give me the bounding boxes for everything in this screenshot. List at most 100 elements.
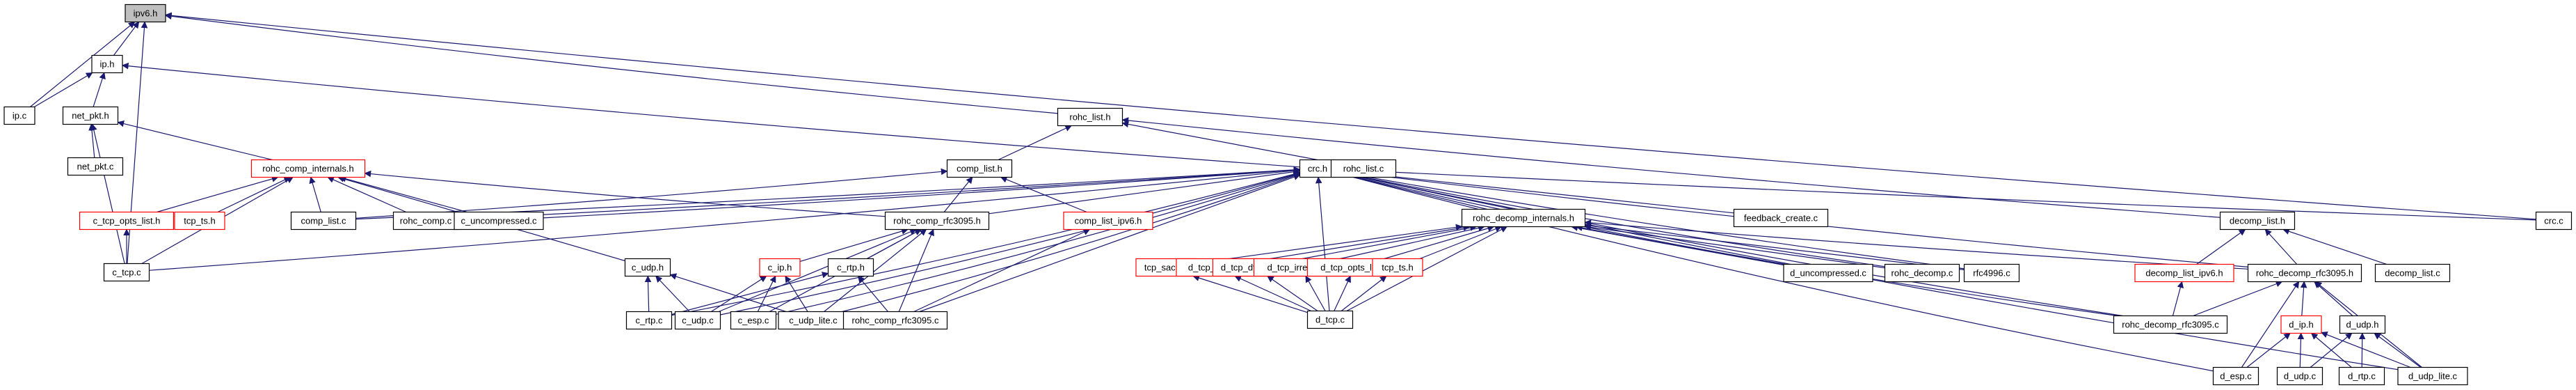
graph-node-net-pkt-h[interactable]: net_pkt.h — [62, 106, 119, 125]
node-box — [842, 311, 948, 330]
graph-node-c-ip-h[interactable]: c_ip.h — [759, 258, 801, 277]
dependency-edge-d-tcp-c-to-d-tcp-static-h — [1234, 275, 1311, 312]
graph-node-crc-c[interactable]: crc.c — [2535, 211, 2573, 231]
dependency-edge-d-udp-c-to-d-udp-h — [2310, 332, 2353, 368]
graph-node-tcp-ts-h-c[interactable]: tcp_ts.h — [174, 211, 225, 231]
graph-node-d-udp-c[interactable]: d_udp.c — [2276, 366, 2323, 386]
graph-node-d-uncompressed-c[interactable]: d_uncompressed.c — [1783, 263, 1873, 283]
dependency-edge-rohc-comp-rfc3095-c-to-comp-list-ipv6-h — [913, 228, 1091, 313]
graph-node-rfc4996-c[interactable]: rfc4996.c — [1963, 263, 2020, 283]
graph-node-rohc-comp-rfc3095-h[interactable]: rohc_comp_rfc3095.h — [884, 211, 990, 231]
dependency-edge-rfc4996-c-to-crc-h — [1334, 169, 1965, 270]
graph-node-rohc-comp-rfc3095-c[interactable]: rohc_comp_rfc3095.c — [842, 311, 948, 330]
graph-node-rohc-list-c[interactable]: rohc_list.c — [1330, 159, 1397, 178]
dependency-edge-comp-list-ipv6-h-to-comp-list-h — [1000, 176, 1087, 213]
graph-node-tcp-ts-h-d[interactable]: tcp_ts.h — [1372, 258, 1423, 277]
graph-node-c-udp-lite-c[interactable]: c_udp_lite.c — [778, 311, 849, 330]
node-label: d_esp.c — [2220, 371, 2252, 382]
node-box — [1783, 263, 1873, 283]
dependency-edge-rohc-decomp-rfc3095-c-to-decomp-list-ipv6-h — [2172, 281, 2184, 316]
dependency-edge-c-tcp-c-to-crc-h — [149, 167, 1301, 271]
graph-node-d-tcp-c[interactable]: d_tcp.c — [1306, 310, 1354, 329]
graph-node-c-tcp-opts-list-h[interactable]: c_tcp_opts_list.h — [79, 211, 175, 231]
dependency-edge-d-tcp-c-to-d-tcp-dynamic-h — [1267, 275, 1318, 311]
graph-node-c-rtp-c[interactable]: c_rtp.c — [625, 311, 673, 330]
node-box — [2113, 315, 2228, 334]
graph-node-comp-list-h[interactable]: comp_list.h — [946, 159, 1013, 178]
graph-node-c-rtp-h[interactable]: c_rtp.h — [827, 258, 874, 277]
node-label: rohc_list.h — [1069, 112, 1110, 123]
graph-node-d-udp-lite-c[interactable]: d_udp_lite.c — [2397, 366, 2468, 386]
node-box — [62, 106, 119, 125]
node-box — [79, 211, 175, 231]
node-box — [1884, 263, 1960, 283]
graph-node-c-udp-h[interactable]: c_udp.h — [624, 258, 671, 277]
graph-node-d-rtp-c[interactable]: d_rtp.c — [2338, 366, 2385, 386]
graph-node-decomp-list-c[interactable]: decomp_list.c — [2374, 263, 2451, 283]
graph-node-comp-list-c[interactable]: comp_list.c — [290, 211, 357, 231]
node-label: crc.h — [1308, 164, 1327, 174]
node-box — [2374, 263, 2451, 283]
node-box — [290, 211, 357, 231]
node-box — [884, 211, 990, 231]
node-box — [2212, 366, 2259, 386]
dependency-edge-ip-c-to-ipv6-h — [30, 21, 136, 107]
node-box — [1461, 208, 1586, 228]
node-label: ip.h — [100, 59, 115, 70]
node-box — [759, 258, 801, 277]
node-label: d_rtp.c — [2348, 371, 2376, 382]
graph-node-net-pkt-c[interactable]: net_pkt.c — [67, 157, 124, 176]
dependency-edge-c-udp-c-to-rohc-comp-rfc3095-h — [718, 228, 917, 313]
node-label: comp_list.h — [957, 164, 1002, 174]
node-label: decomp_list.h — [2230, 216, 2285, 226]
node-label: c_tcp.c — [112, 267, 141, 278]
node-box — [454, 211, 544, 231]
graph-node-ip-c[interactable]: ip.c — [3, 106, 35, 125]
graph-node-decomp-list-ipv6-h[interactable]: decomp_list_ipv6.h — [2134, 263, 2234, 283]
node-label: crc.c — [2544, 216, 2563, 226]
node-label: d_ip.h — [2289, 320, 2313, 330]
dependency-edge-c-esp-c-to-crc-h — [776, 171, 1301, 315]
graph-node-rohc-decomp-rfc3095-h[interactable]: rohc_decomp_rfc3095.h — [2247, 263, 2362, 283]
node-label: decomp_list_ipv6.h — [2145, 268, 2223, 279]
dependency-edge-ip-h-to-ipv6-h — [113, 21, 140, 56]
dependency-edge-rohc-decomp-rfc3095-c-to-rohc-decomp-rfc3095-h — [2193, 281, 2283, 317]
graph-node-comp-list-ipv6-h[interactable]: comp_list_ipv6.h — [1063, 211, 1153, 231]
graph-node-rohc-comp-c[interactable]: rohc_comp.c — [392, 211, 459, 231]
graph-node-d-esp-c[interactable]: d_esp.c — [2212, 366, 2259, 386]
graph-node-d-udp-h[interactable]: d_udp.h — [2339, 315, 2386, 334]
graph-node-c-uncompressed-c[interactable]: c_uncompressed.c — [454, 211, 544, 231]
node-label: rohc_decomp_internals.h — [1473, 213, 1574, 224]
graph-node-rohc-decomp-c[interactable]: rohc_decomp.c — [1884, 263, 1960, 283]
graph-node-c-tcp-c[interactable]: c_tcp.c — [103, 263, 150, 282]
node-label: c_rtp.h — [837, 263, 865, 273]
node-box — [392, 211, 459, 231]
dependency-edge-rohc-comp-c-to-crc-h — [458, 166, 1301, 219]
node-label: comp_list.c — [301, 216, 346, 226]
graph-node-decomp-list-h[interactable]: decomp_list.h — [2219, 211, 2296, 231]
dependency-edge-d-esp-c-to-d-ip-h — [2246, 332, 2291, 368]
graph-node-rohc-comp-internals-h[interactable]: rohc_comp_internals.h — [250, 159, 366, 178]
graph-node-rohc-decomp-rfc3095-c[interactable]: rohc_decomp_rfc3095.c — [2113, 315, 2228, 334]
graph-node-crc-h[interactable]: crc.h — [1299, 159, 1336, 178]
node-label: c_rtp.c — [635, 315, 663, 326]
graph-node-rohc-decomp-internals-h[interactable]: rohc_decomp_internals.h — [1461, 208, 1586, 228]
dependency-edge-rohc-list-h-to-ipv6-h — [165, 13, 1058, 114]
node-label: rohc_comp.c — [400, 216, 452, 226]
dependency-edge-d-ip-h-to-rohc-decomp-rfc3095-h — [2300, 281, 2307, 316]
dependency-edge-rohc-comp-rfc3095-c-to-c-rtp-h — [857, 275, 888, 312]
node-box — [3, 106, 35, 125]
dependency-edge-d-tcp-c-to-tcp-sack-h — [1192, 274, 1308, 313]
node-box — [2397, 366, 2468, 386]
graph-node-c-udp-c[interactable]: c_udp.c — [674, 311, 721, 330]
graph-node-d-ip-h[interactable]: d_ip.h — [2280, 315, 2322, 334]
graph-node-c-esp-c[interactable]: c_esp.c — [730, 311, 777, 330]
graph-node-rohc-list-h[interactable]: rohc_list.h — [1057, 107, 1123, 127]
dependency-edge-d-tcp-c-to-rohc-decomp-internals-h — [1346, 226, 1508, 312]
node-label: comp_list_ipv6.h — [1075, 216, 1142, 226]
node-label: ip.c — [13, 111, 27, 121]
dependency-edge-rohc-comp-rfc3095-h-to-rohc-comp-internals-h — [364, 170, 886, 217]
graph-node-feedback-create-c[interactable]: feedback_create.c — [1733, 208, 1829, 228]
graph-node-ip-h[interactable]: ip.h — [91, 54, 123, 74]
